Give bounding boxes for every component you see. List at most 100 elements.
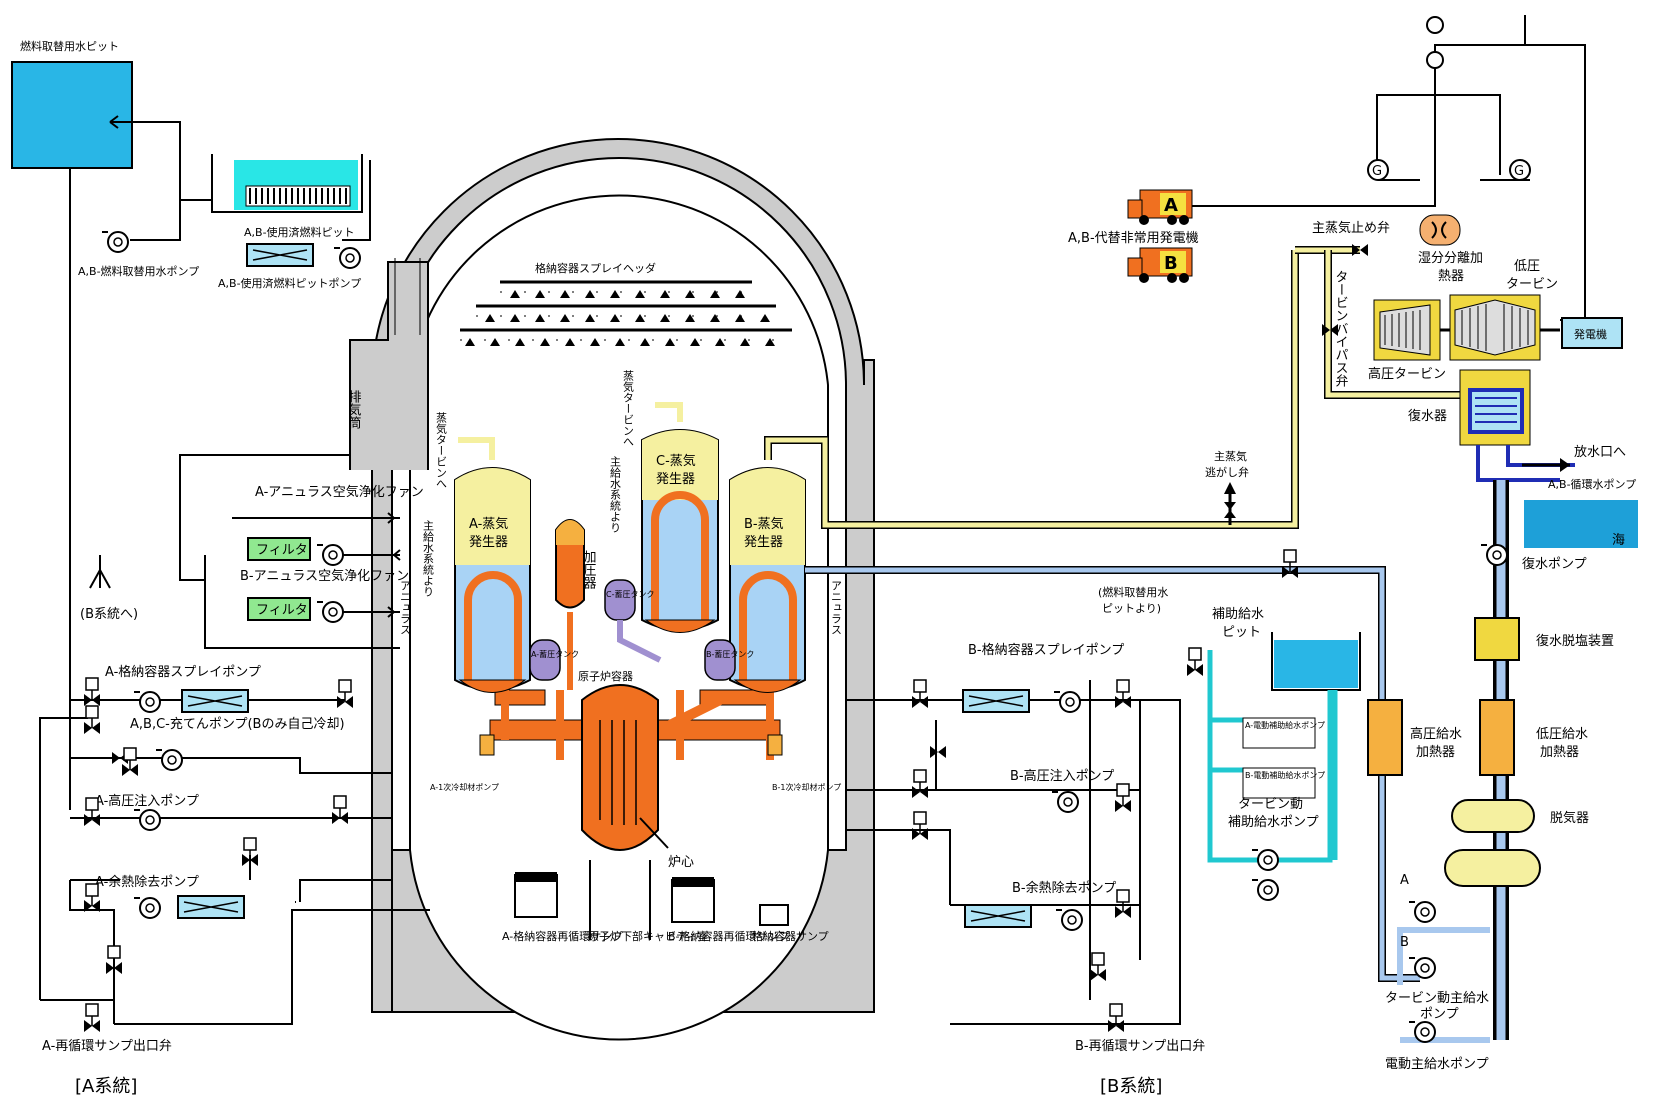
generator-label: 発電機 <box>1574 327 1607 341</box>
condenser-label: 復水器 <box>1408 408 1447 424</box>
sfp-pump-label: A,B-使用済燃料ピットポンプ <box>218 276 361 290</box>
a-cs-hx-icon <box>181 689 249 713</box>
hp-fwh-icon <box>1367 699 1403 776</box>
b-cs-hx-icon <box>962 689 1030 713</box>
td-afw-label-1: タービン動 <box>1238 797 1303 812</box>
switchyard: G G <box>1192 15 1586 321</box>
a-si-valve-2-icon <box>331 795 349 825</box>
to-b-system-label: (B系統へ) <box>80 607 138 622</box>
a-sump-valve-icon <box>83 1003 101 1033</box>
aux-pit-label-1: 補助給水 <box>1212 607 1264 622</box>
exhaust-stack: 排気筒 <box>346 258 429 470</box>
b-si-valve-2-icon <box>1114 783 1132 813</box>
a-side-piping <box>39 699 430 1025</box>
sg-b-label-1: B-蒸気 <box>744 516 784 532</box>
cavity-label: 原子炉下部キャビティ室 <box>588 929 708 943</box>
c-acc-label: C-蓄圧タンク <box>606 589 654 599</box>
deaerator-icon <box>1444 849 1541 887</box>
generator-icon <box>1561 317 1623 349</box>
b-acc-label: B-蓄圧タンク <box>706 649 754 659</box>
stack-label: 排気筒 <box>346 390 362 429</box>
fuel-water-pit: 燃料取替用水ピット <box>11 39 133 169</box>
primary-loop <box>489 689 781 760</box>
a-rhr-pump-icon <box>133 897 161 919</box>
feed-from-c-label: 主給水系統より <box>609 456 622 533</box>
b-filter-label: フィルタ <box>256 603 308 618</box>
a-rhr-valve-icon <box>83 883 101 913</box>
c-acc: C-蓄圧タンク <box>604 579 662 663</box>
a-cs-pump-label: A-格納容器スプレイポンプ <box>105 664 261 680</box>
fuel-water-pump-label: A,B-燃料取替用水ポンプ <box>78 264 199 278</box>
containment-sumps <box>514 860 789 940</box>
td-mfw-label-1: タービン動主給水 <box>1385 991 1489 1006</box>
lp-fwh-icon <box>1479 699 1515 776</box>
turbines <box>1373 294 1560 361</box>
a-cs-valve-1-icon <box>83 677 101 707</box>
charging-valve-1-icon <box>83 705 101 735</box>
b-rhr-pump-icon <box>1055 909 1083 931</box>
sfp-pump-icon <box>333 247 361 269</box>
steam-to-turbine-c-label: 蒸気タービンへ <box>622 370 635 447</box>
a-acc: A-蓄圧タンク <box>529 639 579 681</box>
annulus-right-label: アニュラス <box>830 580 843 635</box>
ms-relief-label-2: 逃がし弁 <box>1205 465 1249 479</box>
spent-fuel-pit: A,B-使用済燃料ピット <box>211 154 363 239</box>
a-system-label: [A系統] <box>75 1076 137 1097</box>
spent-fuel-pit-label: A,B-使用済燃料ピット <box>244 225 355 239</box>
hp-fwh-label-2: 加熱器 <box>1416 745 1455 760</box>
a-rcp-icon <box>479 734 495 756</box>
ms-relief-valve-icon <box>1224 502 1236 518</box>
b-rhr-hx-icon <box>964 904 1032 928</box>
fw-a-label: A <box>1400 873 1409 888</box>
b-rhr-valve-2-icon <box>1089 952 1107 982</box>
hp-fwh-label-1: 高圧給水 <box>1410 726 1462 742</box>
afw-valve-2-icon <box>1186 647 1204 677</box>
td-afw-label-2: 補助給水ポンプ <box>1228 815 1319 830</box>
alt-dg-b: B <box>1127 247 1193 283</box>
aux-feedwater <box>1207 632 1361 863</box>
annulus-left-label: アニュラス <box>399 580 412 635</box>
b-system-label: [B系統] <box>1100 1076 1162 1097</box>
lp-turbine-label-1: 低圧 <box>1514 259 1540 274</box>
cv-sump-label: 格納容器サンプ <box>752 929 829 943</box>
ms-relief-label-1: 主蒸気 <box>1214 449 1247 463</box>
sg-c-label-2: 発生器 <box>656 472 695 487</box>
alt-dg-a-label: A <box>1164 195 1178 216</box>
a-acc-label: A-蓄圧タンク <box>531 649 579 659</box>
msr-label-2: 熱器 <box>1438 269 1464 284</box>
sg-b <box>729 467 806 693</box>
b-si-pump-label: B-高圧注入ポンプ <box>1010 768 1114 784</box>
main-steam-lines <box>458 246 1460 529</box>
sg-c <box>641 429 719 633</box>
fuel-water-pump-icon <box>101 231 129 253</box>
lp-fwh-label-1: 低圧給水 <box>1536 727 1588 742</box>
pressurizer: 加圧器 <box>555 519 597 690</box>
gen-g-1-label: G <box>1372 164 1382 179</box>
fw-b-label: B <box>1400 935 1409 950</box>
b-annulus-fan-icon <box>316 601 344 623</box>
a-filter <box>247 537 311 561</box>
discharge-label: 放水口へ <box>1574 445 1626 460</box>
deaerator-label: 脱気器 <box>1550 810 1589 826</box>
a-filter-label: フィルタ <box>256 543 308 558</box>
b-cs-pump-label: B-格納容器スプレイポンプ <box>968 642 1124 658</box>
annulus-fan-piping <box>179 454 401 649</box>
alt-dg-b-label: B <box>1164 253 1178 274</box>
b-rcp-label: B-1次冷却材ポンプ <box>772 782 841 792</box>
fuel-water-pit-label: 燃料取替用水ピット <box>20 39 119 53</box>
b-cs-valve-icon <box>911 679 929 709</box>
sea-label: 海 <box>1612 533 1625 548</box>
gen-g-2-label: G <box>1514 164 1524 179</box>
a-md-afw-label: A-電動補助給水ポンプ <box>1245 720 1325 730</box>
cw-pump-label: A,B-循環水ポンプ <box>1548 478 1636 491</box>
b-sump-valve-icon <box>1107 1003 1125 1033</box>
from-fuel-pit-label-1: (燃料取替用水 <box>1098 585 1168 599</box>
b-si-pump-icon <box>1051 791 1079 813</box>
sea <box>1524 500 1638 548</box>
vessel-label: 原子炉容器 <box>578 669 633 683</box>
b-sump-label: B-格納容器再循環サンプ <box>668 929 789 943</box>
a-si-pump-label: A-高圧注入ポンプ <box>95 793 199 809</box>
pressurizer-label: 加圧器 <box>581 550 597 590</box>
sg-c-label-1: C-蒸気 <box>656 453 696 469</box>
